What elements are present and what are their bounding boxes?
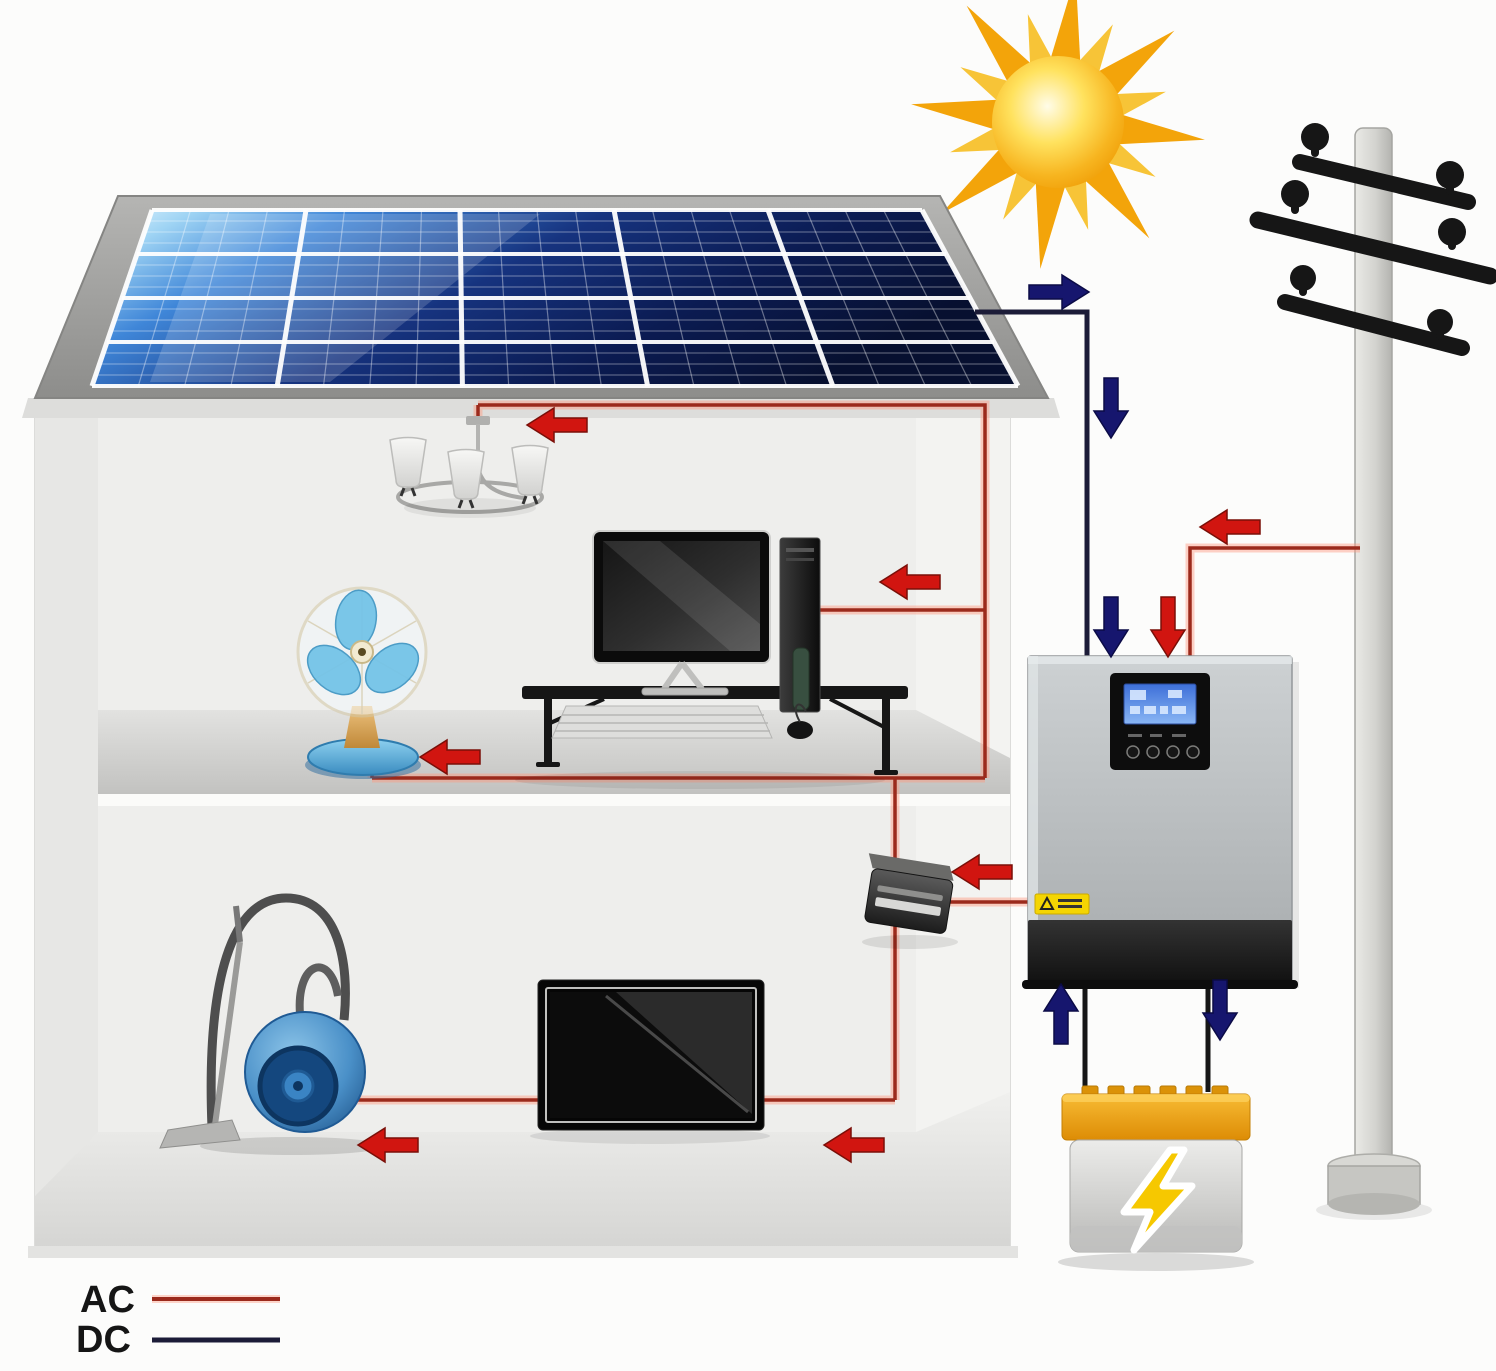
chandelier (389, 416, 549, 518)
pole-crossarm (1292, 123, 1476, 210)
fan-blades (306, 589, 420, 696)
legend-dc-label: DC (76, 1319, 131, 1361)
computer-mouse (787, 703, 813, 739)
vacuum-cleaner (159, 893, 384, 1155)
flow-arrows (356, 273, 1261, 1164)
pole-shaft (1354, 127, 1393, 1169)
television (530, 979, 770, 1144)
roof (22, 195, 1060, 418)
dc-arrow-down (1092, 596, 1130, 659)
dc-arrow-down (1092, 377, 1130, 440)
lightning-bolt-icon (1120, 1146, 1196, 1254)
inverter (1022, 655, 1299, 989)
dc-arrow-down (1201, 979, 1239, 1042)
computer-tower (779, 537, 821, 713)
house (28, 399, 1018, 1258)
lamp-shade (389, 436, 427, 497)
ac-arrow-left (525, 406, 588, 444)
ground-floor (35, 1092, 1010, 1248)
ac-wire (320, 403, 1360, 1102)
sun-disc (992, 56, 1124, 188)
warning-label (1034, 893, 1090, 915)
inverter-buttons (1126, 745, 1200, 759)
lamp-shade (511, 444, 549, 505)
panel-sheen (150, 214, 540, 382)
legend-ac-label: AC (80, 1279, 135, 1321)
ac-arrow-left (822, 1126, 885, 1164)
ac-arrow-left (418, 738, 481, 776)
battery (1058, 1085, 1254, 1271)
ac-arrow-left (950, 853, 1013, 891)
solar-panel-grid (89, 208, 1021, 388)
dc-arrow-right (1028, 273, 1091, 311)
pole-crossarm (1249, 180, 1496, 285)
ac-arrow-left (878, 563, 941, 601)
dc-wire (975, 309, 1090, 658)
lamp-shade (447, 448, 485, 509)
dc-arrow-up (1042, 982, 1080, 1045)
desktop-computer (515, 530, 908, 789)
computer-monitor (592, 530, 771, 696)
ac-arrow-left (1198, 508, 1261, 546)
computer-keyboard (551, 705, 773, 739)
battery-wires (1082, 986, 1211, 1092)
ac-arrow-down (1149, 596, 1187, 659)
ac-arrow-left (356, 1126, 419, 1164)
table-fan (296, 586, 428, 779)
junction-box (862, 853, 958, 949)
sun-icon (911, 0, 1205, 269)
pole-crossarm (1277, 265, 1470, 356)
inverter-bottom-band (1028, 920, 1292, 988)
utility-pole (1249, 123, 1496, 1220)
sun-rays (911, 0, 1205, 269)
legend: AC DC (76, 1279, 280, 1361)
